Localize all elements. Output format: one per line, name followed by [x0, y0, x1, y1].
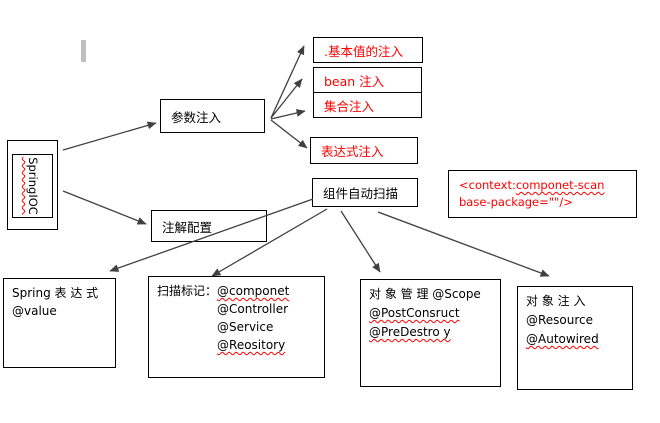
arrow-root-to-param: [62, 121, 157, 151]
node-bean-injection-label: bean 注入: [324, 73, 385, 89]
spring-expression-value-annotation: @value: [12, 304, 57, 318]
node-collection-injection: 集合注入: [313, 92, 422, 118]
node-component-scan: 组件自动扫描: [312, 178, 418, 207]
scan-markers-title: 扫描标记：: [157, 284, 218, 298]
arrow-root-to-annotation-config: [62, 190, 147, 225]
annotation-controller: @Controller: [217, 302, 289, 316]
node-annotation-config-label: 注解配置: [162, 219, 213, 235]
root-node-label: SpringIOC: [25, 157, 40, 215]
code-line1-prefix: <context:: [459, 178, 516, 192]
arrow-param-to-basic: [270, 45, 305, 119]
node-scan-markers: 扫描标记： @componet @Controller @Service @Re…: [148, 276, 325, 378]
node-basic-value-injection: .基本值的注入: [313, 37, 423, 63]
arrow-param-to-bean: [270, 78, 303, 119]
root-node-inner-frame: SpringIOC: [12, 154, 53, 218]
code-line-1: <context:componet-scan: [459, 177, 626, 194]
gray-scrollbar-fragment: [81, 40, 86, 62]
node-object-management: 对 象 管 理 @Scope @PostConsruct @PreDestro …: [360, 279, 501, 387]
spring-expression-title: Spring 表 达 式: [12, 286, 99, 300]
node-expression-injection-label: 表达式注入: [321, 144, 384, 159]
annotation-repository: @Reository: [217, 338, 286, 352]
node-expression-injection: 表达式注入: [310, 137, 418, 164]
annotation-componet: @componet: [217, 284, 290, 298]
annotation-service: @Service: [217, 320, 274, 334]
node-bean-injection: bean 注入: [313, 67, 422, 93]
node-param-injection: 参数注入: [160, 99, 265, 133]
code-line-2: base-package=""/>: [459, 195, 573, 209]
node-object-injection: 对 象 注 入 @Resource @Autowired: [517, 286, 633, 390]
annotation-autowired: @Autowired: [526, 332, 599, 346]
object-injection-title: 对 象 注 入: [526, 294, 586, 308]
arrow-scan-to-object-management: [340, 210, 381, 273]
code-snippet-box: <context:componet-scan base-package=""/>: [448, 170, 637, 218]
node-collection-injection-label: 集合注入: [324, 98, 375, 114]
root-node-outer-frame: SpringIOC: [7, 140, 58, 230]
arrow-param-to-expression: [270, 119, 308, 149]
annotation-predestroy: @PreDestro y: [369, 325, 451, 339]
node-param-injection-label: 参数注入: [171, 109, 222, 125]
node-basic-value-injection-label: .基本值的注入: [324, 43, 403, 59]
code-line1-marked: componet-scan: [515, 178, 605, 192]
arrow-param-to-collection: [270, 109, 306, 120]
annotation-resource: @Resource: [526, 313, 594, 327]
annotation-postconstruct: @PostConsruct: [369, 306, 460, 320]
node-component-scan-label: 组件自动扫描: [323, 186, 399, 201]
arrow-scan-to-object-injection: [377, 211, 550, 277]
node-annotation-config: 注解配置: [151, 210, 267, 242]
object-management-title: 对 象 管 理 @Scope: [369, 287, 481, 301]
node-spring-expression: Spring 表 达 式 @value: [3, 278, 116, 368]
